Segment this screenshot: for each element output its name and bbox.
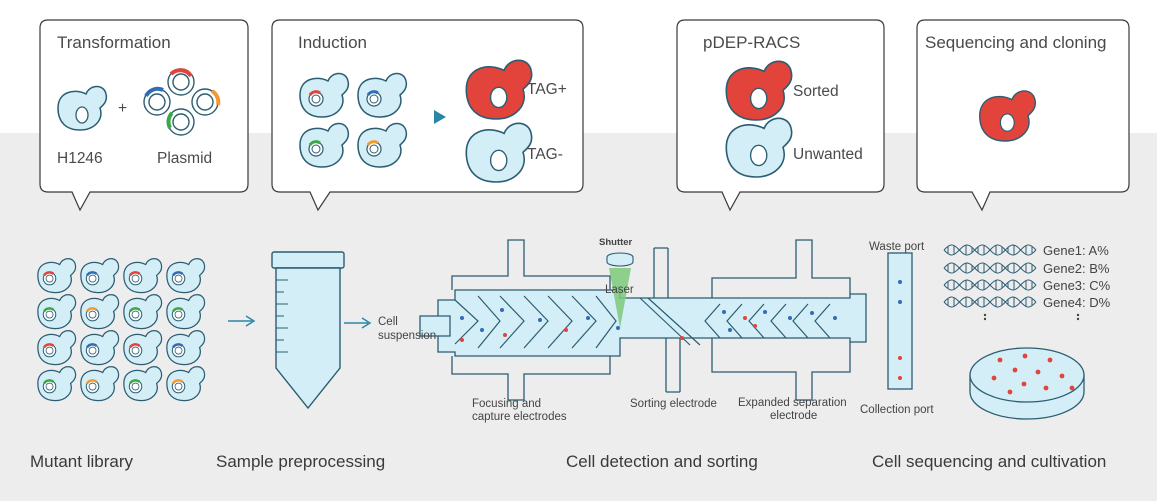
focusing-label-2: capture electrodes	[472, 411, 567, 423]
callout-transformation	[39, 19, 249, 212]
library-cell	[166, 294, 206, 330]
plus-sign: +	[118, 100, 128, 117]
library-cell	[80, 366, 120, 402]
stage-mutant-library: Mutant library	[30, 452, 133, 471]
library-cell	[37, 366, 77, 402]
tag-positive-cell	[465, 59, 533, 120]
stage-sample-preprocessing: Sample preprocessing	[216, 452, 386, 471]
gene-label: Gene4: D%	[1043, 295, 1111, 310]
focusing-label-1: Focusing and	[472, 398, 542, 410]
library-cell	[123, 258, 163, 294]
gene-label: Gene3: C%	[1043, 278, 1111, 293]
centrifuge-tube	[271, 251, 345, 410]
transformation-title: Transformation	[57, 33, 171, 52]
induction-title: Induction	[298, 33, 367, 52]
tag-negative-label: TAG-	[527, 146, 563, 163]
dna-strands	[943, 244, 1037, 308]
library-cell	[80, 258, 120, 294]
library-cell	[80, 330, 120, 366]
stage-detection-sorting: Cell detection and sorting	[566, 452, 758, 471]
mutant-library-grid	[37, 258, 206, 402]
petri-dish	[969, 347, 1085, 420]
sorted-label: Sorted	[793, 83, 839, 100]
sorted-cell	[725, 60, 793, 121]
microfluidic-chip	[419, 239, 913, 401]
gene-label: Gene1: A%	[1043, 243, 1109, 258]
dna-ellipsis	[983, 313, 1080, 321]
library-cell	[123, 294, 163, 330]
collection-port-label: Collection port	[860, 404, 934, 416]
library-cell	[166, 258, 206, 294]
process-arrow-1	[228, 315, 256, 327]
library-cell	[37, 294, 77, 330]
gene-label: Gene2: B%	[1043, 261, 1110, 276]
stage-sequencing-cultivation: Cell sequencing and cultivation	[872, 452, 1107, 471]
library-cell	[37, 258, 77, 294]
unwanted-label: Unwanted	[793, 146, 863, 163]
host-yeast-cell	[57, 85, 108, 131]
dna-strand	[943, 279, 1037, 291]
dna-strand	[943, 296, 1037, 308]
library-cell	[123, 366, 163, 402]
expanded-label-1: Expanded separation	[738, 397, 847, 409]
library-cell	[123, 330, 163, 366]
expanded-label-2: electrode	[770, 410, 818, 422]
cell-suspension-label-1: Cell	[378, 316, 398, 328]
tag-negative-cell	[465, 122, 533, 183]
dna-strand	[943, 244, 1037, 256]
library-cell	[80, 294, 120, 330]
host-label: H1246	[57, 150, 103, 167]
process-arrow-2	[344, 317, 372, 329]
unwanted-cell	[725, 117, 793, 178]
dna-strand	[943, 262, 1037, 274]
library-cell	[37, 330, 77, 366]
cell-suspension-label-2: suspension	[378, 330, 437, 342]
waste-port-label: Waste port	[869, 241, 925, 253]
induction-cells	[299, 72, 408, 168]
plasmid-group	[143, 68, 221, 136]
library-cell	[166, 366, 206, 402]
plasmid-label: Plasmid	[157, 150, 213, 167]
sorting-electrode-label: Sorting electrode	[630, 398, 717, 410]
arrow-right-icon	[434, 110, 446, 124]
laser-label: Laser	[605, 284, 634, 296]
tag-positive-label: TAG+	[527, 81, 567, 98]
cloned-cell	[979, 90, 1037, 142]
sequencing-title: Sequencing and cloning	[925, 33, 1107, 52]
pdep-racs-title: pDEP-RACS	[703, 33, 801, 52]
shutter-label: Shutter	[599, 237, 633, 248]
library-cell	[166, 330, 206, 366]
